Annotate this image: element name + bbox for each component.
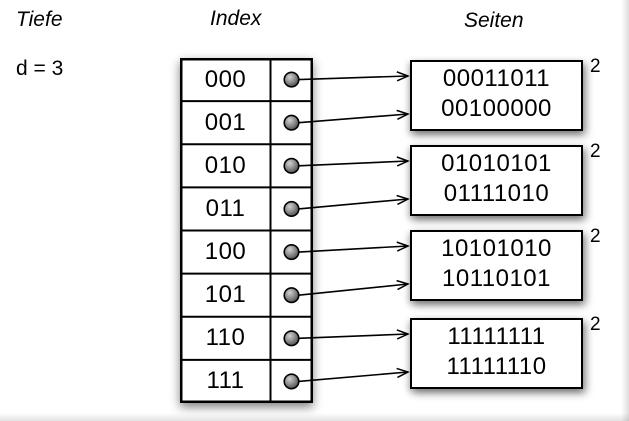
pointer-ball bbox=[283, 330, 300, 347]
pointer-arrow bbox=[298, 284, 409, 296]
page-value: 10110101 bbox=[442, 264, 551, 292]
index-entry: 001 bbox=[204, 108, 247, 136]
pointer-arrow bbox=[298, 76, 409, 80]
local-depth-label: 2 bbox=[590, 56, 601, 77]
pointer-arrow bbox=[298, 246, 409, 253]
pointer-ball bbox=[283, 244, 300, 261]
local-depth-label: 2 bbox=[590, 314, 601, 335]
local-depth-label: 2 bbox=[590, 226, 601, 247]
pointer-arrow bbox=[298, 199, 409, 210]
pointer-arrow bbox=[298, 114, 409, 124]
seiten-header: Seiten bbox=[464, 9, 524, 32]
tiefe-header: Tiefe bbox=[16, 8, 63, 31]
index-entry: 011 bbox=[205, 194, 246, 222]
index-entry: 110 bbox=[205, 324, 246, 352]
page-value: 01010101 bbox=[441, 149, 552, 177]
page-value: 11111110 bbox=[446, 352, 547, 380]
pointer-ball bbox=[283, 114, 300, 131]
bottom-edge-shade bbox=[0, 413, 629, 421]
page-value: 01111010 bbox=[443, 179, 550, 207]
page-value: 00100000 bbox=[441, 94, 552, 122]
local-depth-label: 2 bbox=[590, 141, 601, 162]
index-header: Index bbox=[210, 7, 262, 30]
pointer-ball bbox=[283, 157, 300, 174]
pointer-arrow bbox=[298, 161, 409, 166]
pointer-arrow bbox=[298, 372, 409, 383]
index-entry: 111 bbox=[206, 367, 245, 395]
pointer-ball bbox=[283, 287, 300, 304]
pointer-ball bbox=[283, 71, 300, 88]
index-entry: 000 bbox=[204, 65, 247, 93]
page-value: 10101010 bbox=[441, 234, 552, 262]
index-entry: 010 bbox=[204, 151, 247, 179]
index-entry: 100 bbox=[204, 238, 247, 266]
right-edge-shade bbox=[621, 0, 629, 421]
pointer-ball bbox=[283, 373, 300, 390]
pointer-arrow bbox=[298, 334, 409, 338]
index-entry: 101 bbox=[204, 281, 247, 309]
global-depth-value: d = 3 bbox=[16, 57, 64, 80]
pointer-ball bbox=[283, 200, 300, 217]
page-value: 00011011 bbox=[442, 64, 551, 92]
page-value: 11111111 bbox=[447, 322, 546, 350]
